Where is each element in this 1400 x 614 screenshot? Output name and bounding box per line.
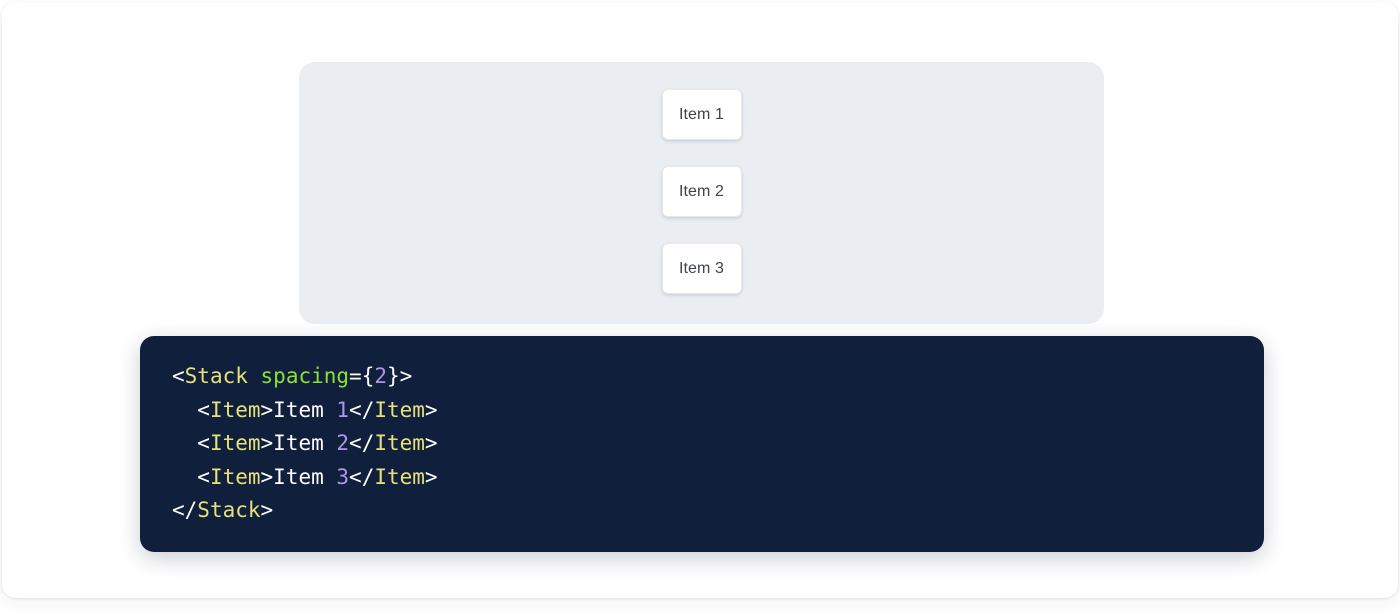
code-line: <Item>Item 3</Item> <box>172 461 1264 495</box>
code-token-num: 3 <box>336 464 350 489</box>
code-token-num: 2 <box>336 431 350 455</box>
code-line: <Item>Item 2</Item> <box>172 427 1264 461</box>
code-token-text: Item <box>273 397 337 422</box>
code-token-punct: < <box>172 364 185 388</box>
code-token-tag: Item <box>209 397 261 422</box>
code-line: </Stack> <box>172 494 1264 528</box>
code-token-punct: </ <box>172 498 198 522</box>
code-token-punct: > <box>260 498 274 522</box>
stack-item-label: Item 1 <box>678 105 725 123</box>
code-token-tag: Item <box>209 464 261 489</box>
code-token-num: 1 <box>336 397 350 422</box>
code-token-attr: spacing <box>260 364 350 388</box>
stack-item[interactable]: Item 3 <box>661 243 742 294</box>
stack-preview-panel: Item 1 Item 2 Item 3 <box>299 62 1104 324</box>
code-token-tag: Stack <box>197 498 261 522</box>
code-token-punct: </ <box>349 464 375 489</box>
code-token-punct: > <box>424 431 438 455</box>
code-token-tag: Item <box>209 431 261 455</box>
page-card: Item 1 Item 2 Item 3 <Stack spacing={2}>… <box>2 2 1398 598</box>
code-token-punct: </ <box>349 431 375 455</box>
code-token-tag: Item <box>374 464 425 489</box>
code-token-punct: < <box>172 464 210 489</box>
code-token-punct: > <box>424 397 438 422</box>
code-token-text: Item <box>273 431 337 455</box>
code-text: <Stack spacing={2}> <Item>Item 1</Item> … <box>172 360 1264 528</box>
code-token-punct: < <box>172 397 210 422</box>
code-token-text: Item <box>273 464 337 489</box>
code-line: <Stack spacing={2}> <box>172 360 1264 394</box>
stack-item[interactable]: Item 1 <box>661 89 742 140</box>
code-line: <Item>Item 1</Item> <box>172 394 1264 428</box>
code-snippet-block[interactable]: <Stack spacing={2}> <Item>Item 1</Item> … <box>140 336 1264 552</box>
code-token-tag: Item <box>374 431 425 455</box>
code-token-punct: > <box>260 464 274 489</box>
code-token-punct: > <box>260 431 274 455</box>
code-token-punct <box>248 364 261 388</box>
code-token-punct: ={ <box>349 364 375 388</box>
stack-container: Item 1 Item 2 Item 3 <box>661 89 742 294</box>
stack-item[interactable]: Item 2 <box>661 166 742 217</box>
code-token-punct: > <box>260 397 274 422</box>
code-token-punct: }> <box>387 364 413 388</box>
code-token-punct: </ <box>349 397 375 422</box>
code-token-punct: < <box>172 431 210 455</box>
stack-item-label: Item 2 <box>678 182 725 200</box>
code-token-punct: > <box>424 464 438 489</box>
stack-item-label: Item 3 <box>678 259 725 277</box>
code-token-num: 2 <box>374 364 387 388</box>
code-token-tag: Item <box>374 397 425 422</box>
code-token-tag: Stack <box>184 364 248 388</box>
